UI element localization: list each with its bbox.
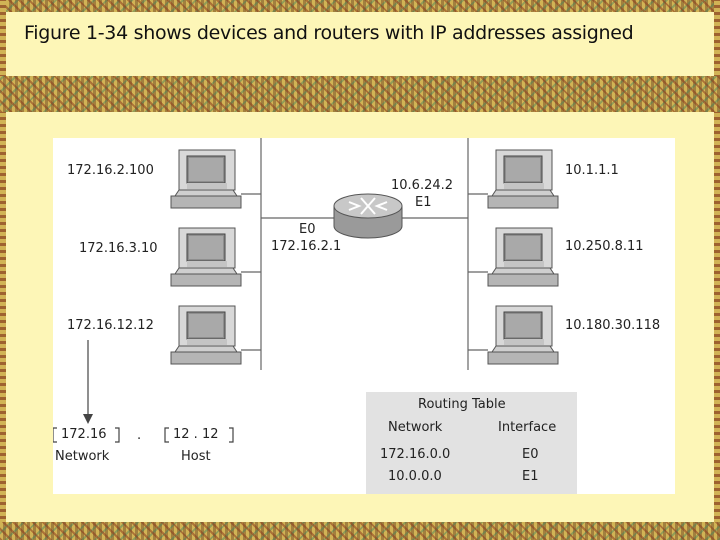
right-border bbox=[714, 0, 720, 540]
address-separator-dot: . bbox=[137, 428, 142, 443]
host-computer-icon bbox=[468, 227, 559, 287]
top-border-band bbox=[0, 0, 720, 12]
e1-address-label: 10.6.24.2 bbox=[391, 178, 454, 193]
host-ip-label: 172.16.3.10 bbox=[79, 241, 158, 256]
e0-address-label: 172.16.2.1 bbox=[271, 239, 342, 254]
e0-interface-label: E0 bbox=[299, 222, 316, 237]
host-portion-label: Host bbox=[181, 449, 211, 464]
e1-interface-label: E1 bbox=[415, 195, 432, 210]
host-portion-value: 12 . 12 bbox=[173, 427, 219, 442]
arrow-head-icon bbox=[83, 414, 93, 424]
host-computer-icon bbox=[170, 149, 261, 209]
routing-table-cell: 172.16.0.0 bbox=[380, 447, 451, 462]
diagram-canvas bbox=[53, 138, 577, 443]
host-ip-label: 10.250.8.11 bbox=[565, 239, 644, 254]
router-icon bbox=[333, 193, 403, 239]
routing-table-cell: E0 bbox=[522, 447, 539, 462]
left-border bbox=[0, 0, 6, 540]
bottom-border-band bbox=[0, 522, 720, 540]
host-computer-icon bbox=[468, 149, 559, 209]
routing-table-cell: E1 bbox=[522, 469, 539, 484]
host-computer-icon bbox=[170, 227, 261, 287]
host-ip-label: 10.180.30.118 bbox=[565, 318, 661, 333]
routing-table-header-network: Network bbox=[388, 420, 443, 435]
network-diagram: 172.16.2.100 172.16.3.10 172.16.12.12 10… bbox=[53, 138, 675, 494]
routing-table-header-interface: Interface bbox=[498, 420, 557, 435]
title-divider-band bbox=[0, 76, 720, 112]
host-computer-icon bbox=[170, 305, 261, 365]
slide-title: Figure 1-34 shows devices and routers wi… bbox=[24, 22, 634, 44]
network-portion-value: 172.16 bbox=[61, 427, 107, 442]
routing-table-title: Routing Table bbox=[418, 397, 506, 412]
host-ip-label: 172.16.12.12 bbox=[67, 318, 154, 333]
host-computer-icon bbox=[468, 305, 559, 365]
routing-table-cell: 10.0.0.0 bbox=[388, 469, 442, 484]
network-portion-label: Network bbox=[55, 449, 110, 464]
host-ip-label: 10.1.1.1 bbox=[565, 163, 619, 178]
routing-table: Routing Table Network Interface 172.16.0… bbox=[366, 392, 577, 494]
host-ip-label: 172.16.2.100 bbox=[67, 163, 154, 178]
